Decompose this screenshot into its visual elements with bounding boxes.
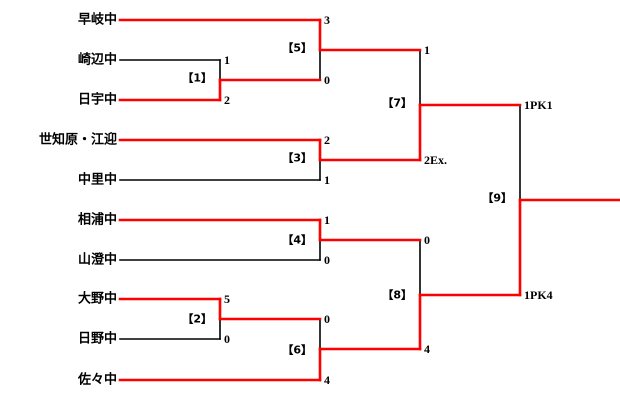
team-name: 日野中 [78, 331, 117, 347]
score: 0 [224, 332, 230, 346]
score: 4 [424, 342, 430, 356]
match-label: 【1】 [182, 72, 212, 85]
match-label: 【9】 [482, 192, 512, 205]
score: 5 [224, 292, 230, 306]
score: 0 [324, 312, 330, 326]
score: 0 [324, 253, 330, 267]
score: 1 [324, 213, 330, 227]
score: 1 [324, 173, 330, 187]
score: 1 [224, 53, 230, 67]
score: 1PK4 [524, 288, 553, 302]
match-label: 【6】 [282, 344, 312, 357]
team-names: 早岐中 崎辺中 日宇中 世知原・江迎 中里中 相浦中 山澄中 大野中 日野中 佐… [39, 12, 117, 388]
score: 4 [324, 373, 330, 387]
team-name: 世知原・江迎 [39, 132, 117, 148]
team-name: 早岐中 [78, 12, 117, 28]
match-label: 【5】 [282, 42, 312, 55]
team-name: 崎辺中 [78, 52, 117, 68]
match-label: 【7】 [382, 97, 412, 110]
score: 0 [324, 73, 330, 87]
scores: 1 2 5 0 2 1 1 0 3 0 0 4 1 2Ex. 0 4 1PK1 … [224, 13, 553, 387]
score: 2 [324, 133, 330, 147]
team-name: 大野中 [78, 291, 117, 307]
match-label: 【2】 [182, 313, 212, 326]
team-name: 相浦中 [78, 212, 117, 228]
team-name: 山澄中 [78, 252, 117, 268]
team-name: 中里中 [78, 172, 117, 188]
match-labels: 【1】 【2】 【3】 【4】 【5】 【6】 【7】 【8】 【9】 [182, 42, 512, 357]
score: 2Ex. [424, 153, 447, 167]
match-label: 【4】 [282, 234, 312, 247]
score: 0 [424, 233, 430, 247]
team-name: 佐々中 [77, 372, 117, 388]
bracket-lines [118, 18, 620, 382]
score: 1 [424, 43, 430, 57]
score: 2 [224, 93, 230, 107]
match-label: 【8】 [382, 289, 412, 302]
match-label: 【3】 [282, 152, 312, 165]
score: 3 [324, 13, 330, 27]
team-name: 日宇中 [78, 92, 117, 108]
score: 1PK1 [524, 98, 553, 112]
